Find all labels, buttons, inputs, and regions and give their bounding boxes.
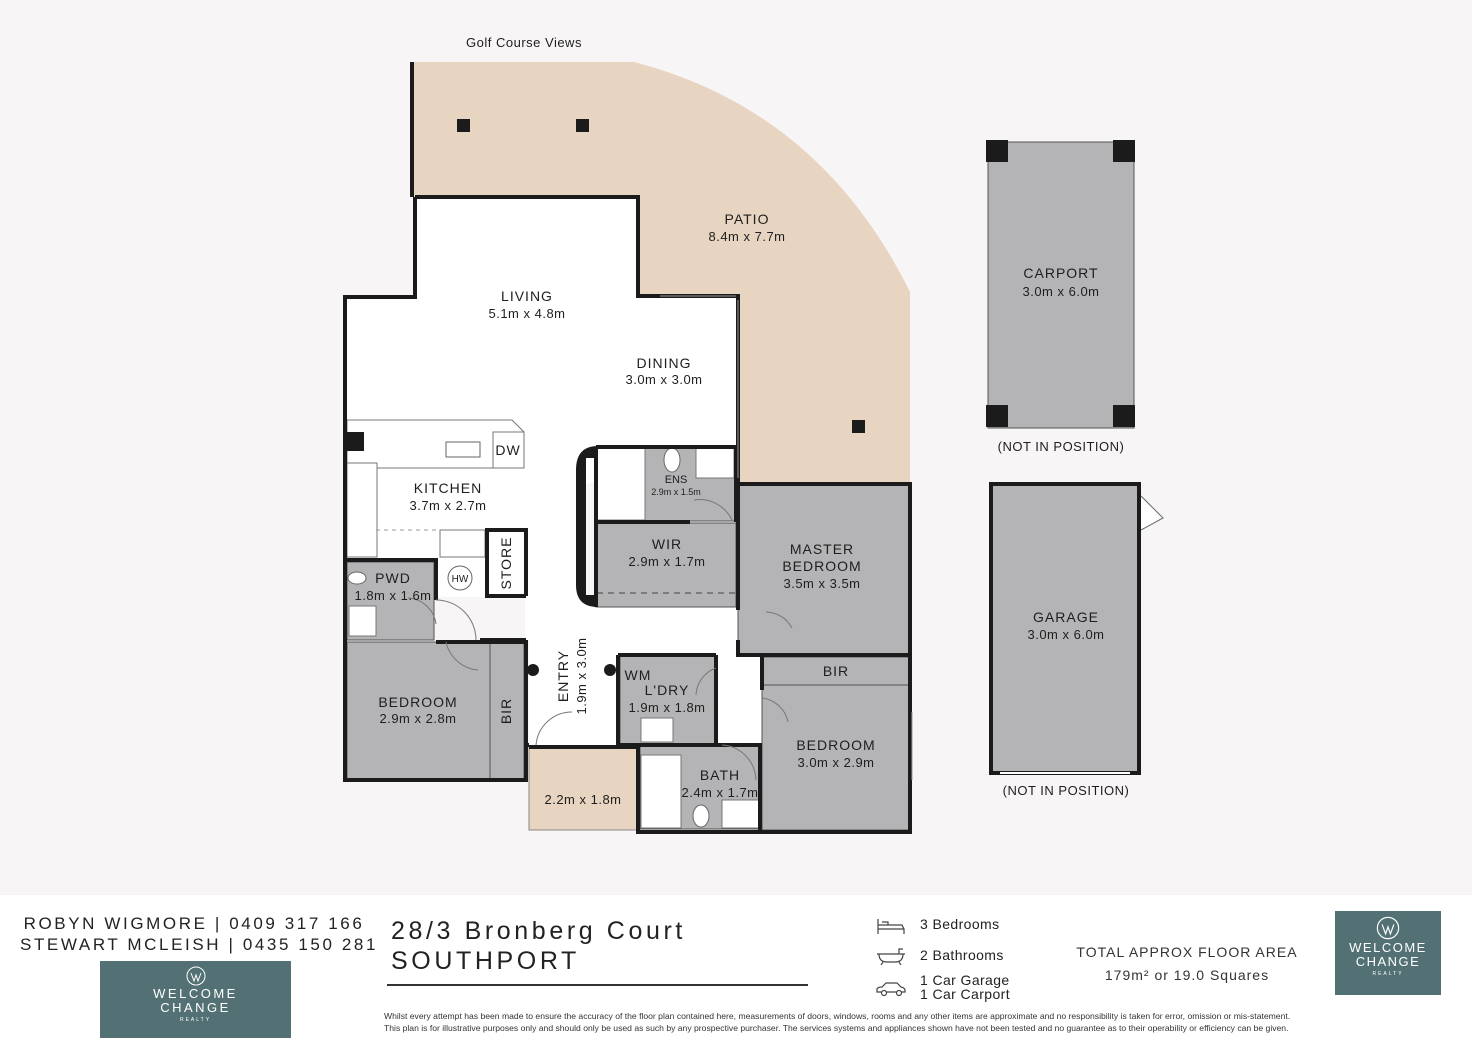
room-name-living: LIVING: [501, 288, 553, 304]
room-name-laundry: L'DRY: [645, 682, 690, 698]
room-dims-garage: 3.0m x 6.0m: [1027, 627, 1104, 642]
room-dims-ensuite: 2.9m x 1.5m: [651, 487, 701, 497]
footer: ROBYN WIGMORE | 0409 317 166 STEWART MCL…: [0, 895, 1472, 1042]
brand-logo-right: WELCOME CHANGE REALTY: [1335, 911, 1441, 995]
store-label: STORE: [498, 537, 514, 590]
patio-area: [412, 62, 910, 482]
room-name-bath: BATH: [700, 767, 740, 783]
bir-label: BIR: [498, 698, 514, 724]
address-line-2: SOUTHPORT: [391, 947, 580, 975]
room-name-bedroom-2: BEDROOM: [796, 737, 875, 753]
agent-2-contact: STEWART MCLEISH | 0435 150 281: [20, 935, 379, 954]
interior-floor: [347, 199, 762, 745]
carport-slab: [987, 141, 1135, 429]
hot-water-label: HW: [452, 574, 469, 585]
feature-garage: 1 Car Garage: [920, 972, 1010, 988]
carport-not-in-position: (NOT IN POSITION): [998, 439, 1125, 454]
room-dims-dining: 3.0m x 3.0m: [625, 372, 702, 387]
room-dims-bedroom: 2.9m x 2.8m: [379, 711, 456, 726]
address-divider: [387, 984, 808, 986]
room-dims-bedroom-2: 3.0m x 2.9m: [797, 755, 874, 770]
room-dims-patio: 8.4m x 7.7m: [708, 229, 785, 244]
logo-mark-icon: [186, 966, 205, 986]
bath-icon: [877, 948, 905, 965]
disclaimer-line-2: This plan is for illustrative purposes o…: [384, 1023, 1289, 1033]
feature-bathrooms: 2 Bathrooms: [920, 947, 1004, 963]
room-name-master-2: BEDROOM: [782, 558, 861, 574]
bedroom-2-room: [761, 656, 911, 831]
feature-bedrooms: 3 Bedrooms: [920, 916, 1000, 932]
room-name-garage: GARAGE: [1033, 609, 1099, 625]
room-dims-laundry: 1.9m x 1.8m: [628, 700, 705, 715]
room-dims-entry: 1.9m x 3.0m: [574, 637, 589, 714]
brand-logo-left: WELCOME CHANGE REALTY: [100, 961, 291, 1038]
car-icon: [876, 982, 906, 997]
floor-plan: Golf Course Views PATIO 8.4m x 7.7m LIVI…: [343, 35, 1164, 834]
room-dims-carport: 3.0m x 6.0m: [1022, 284, 1099, 299]
room-name-dining: DINING: [637, 355, 692, 371]
view-label: Golf Course Views: [466, 35, 582, 50]
floor-area-value: 179m² or 19.0 Squares: [1104, 967, 1270, 983]
room-dims-wir: 2.9m x 1.7m: [628, 554, 705, 569]
disclaimer-line-1: Whilst every attempt has been made to en…: [384, 1011, 1291, 1021]
room-dims-bath: 2.4m x 1.7m: [681, 785, 758, 800]
room-name-kitchen: KITCHEN: [414, 480, 482, 496]
washing-machine-label: WM: [625, 667, 652, 683]
room-name-pwd: PWD: [375, 570, 411, 586]
room-dims-courtyard: 2.2m x 1.8m: [544, 792, 621, 807]
garage-not-in-position: (NOT IN POSITION): [1003, 783, 1130, 798]
courtyard-area: [528, 746, 639, 831]
room-name-master: MASTER: [790, 541, 854, 557]
agent-1-contact: ROBYN WIGMORE | 0409 317 166: [23, 914, 365, 933]
bed-icon: [877, 919, 905, 934]
logo-mark-icon-2: [1376, 916, 1400, 940]
feature-carport: 1 Car Carport: [920, 986, 1011, 1002]
bedroom-room: [346, 641, 525, 780]
address-line-1: 28/3 Bronberg Court: [391, 917, 686, 945]
room-name-ensuite: ENS: [665, 474, 688, 486]
room-dims-master: 3.5m x 3.5m: [783, 576, 860, 591]
room-name-bedroom: BEDROOM: [378, 694, 457, 710]
bir-label-2: BIR: [823, 663, 849, 679]
room-dims-living: 5.1m x 4.8m: [488, 306, 565, 321]
room-name-carport: CARPORT: [1023, 265, 1098, 281]
room-name-patio: PATIO: [725, 211, 770, 227]
room-dims-kitchen: 3.7m x 2.7m: [409, 498, 486, 513]
dishwasher-label: DW: [495, 442, 520, 458]
master-bedroom-room: [737, 483, 911, 657]
floor-area-label: TOTAL APPROX FLOOR AREA: [1076, 944, 1298, 960]
room-name-entry: ENTRY: [555, 650, 571, 702]
room-name-wir: WIR: [652, 536, 682, 552]
room-dims-pwd: 1.8m x 1.6m: [354, 588, 431, 603]
